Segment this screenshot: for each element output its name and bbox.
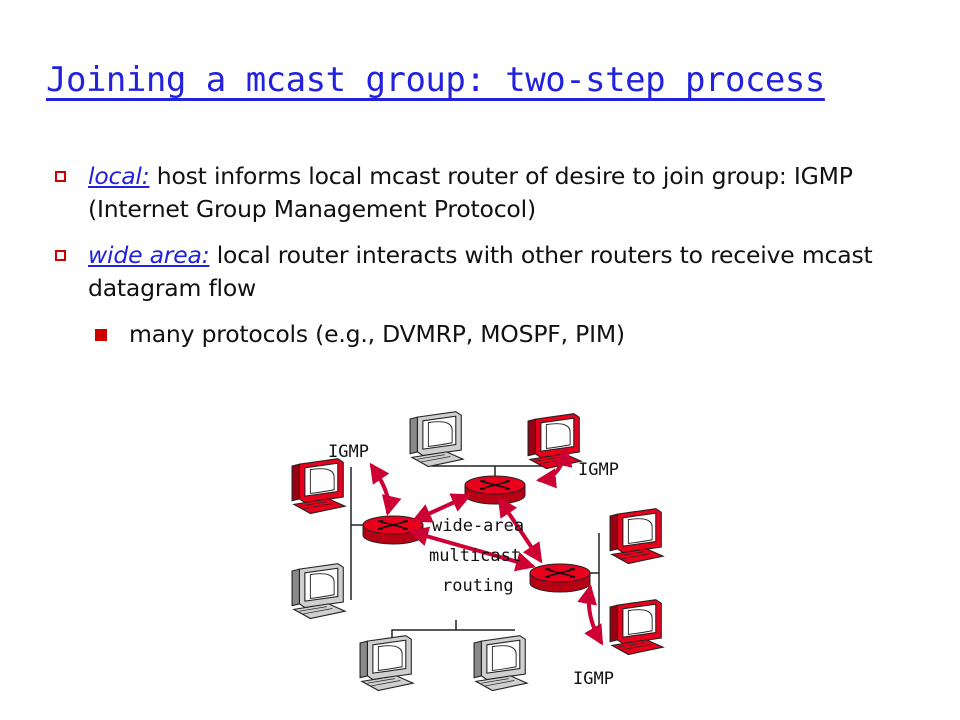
- slide-title: Joining a mcast group: two-step process: [46, 60, 825, 100]
- bullet-text-local: host informs local mcast router of desir…: [88, 162, 853, 223]
- sub-bullet-square-icon: [95, 329, 107, 341]
- wan-label-line3: routing: [442, 576, 514, 596]
- bullet-local: local: host informs local mcast router o…: [55, 160, 935, 226]
- arrow-wan-top-right: [497, 496, 543, 564]
- sub-bullet-protocols: many protocols (e.g., DVMRP, MOSPF, PIM): [55, 318, 935, 351]
- host-left-plain: [291, 563, 346, 620]
- bullet-square-icon: [55, 250, 66, 261]
- bullet-lead-wide-area: wide area:: [88, 241, 210, 269]
- igmp-left-label: IGMP: [328, 442, 369, 462]
- router-right: [529, 563, 591, 593]
- igmp-bottom-label: IGMP: [573, 669, 614, 689]
- sub-bullet-text: many protocols (e.g., DVMRP, MOSPF, PIM): [129, 320, 625, 348]
- host-top-member: [527, 413, 582, 470]
- wan-label-line1: wide-area: [432, 516, 524, 536]
- arrows: [369, 446, 604, 646]
- host-bottom-plain-2: [473, 635, 528, 692]
- arrow-igmp-bottom: [577, 584, 604, 646]
- arrow-igmp-top: [536, 446, 573, 489]
- host-right-member-top: [609, 508, 664, 565]
- arrow-wan-left-top: [411, 493, 472, 523]
- bullet-lead-local: local:: [88, 162, 150, 190]
- bullet-wide-area: wide area: local router interacts with o…: [55, 239, 935, 305]
- bullet-text-wide-area: local router interacts with other router…: [88, 241, 873, 302]
- host-top-plain: [409, 411, 464, 468]
- bullet-list: local: host informs local mcast router o…: [55, 160, 935, 351]
- host-right-member-bottom: [609, 599, 664, 656]
- router-top: [464, 475, 526, 505]
- host-left-member: [291, 458, 346, 515]
- host-bottom-plain-1: [359, 635, 414, 692]
- igmp-top-right-label: IGMP: [578, 460, 619, 480]
- wan-label-line2: multicast: [429, 546, 521, 566]
- arrow-igmp-left: [369, 462, 402, 516]
- bullet-square-icon: [55, 171, 66, 182]
